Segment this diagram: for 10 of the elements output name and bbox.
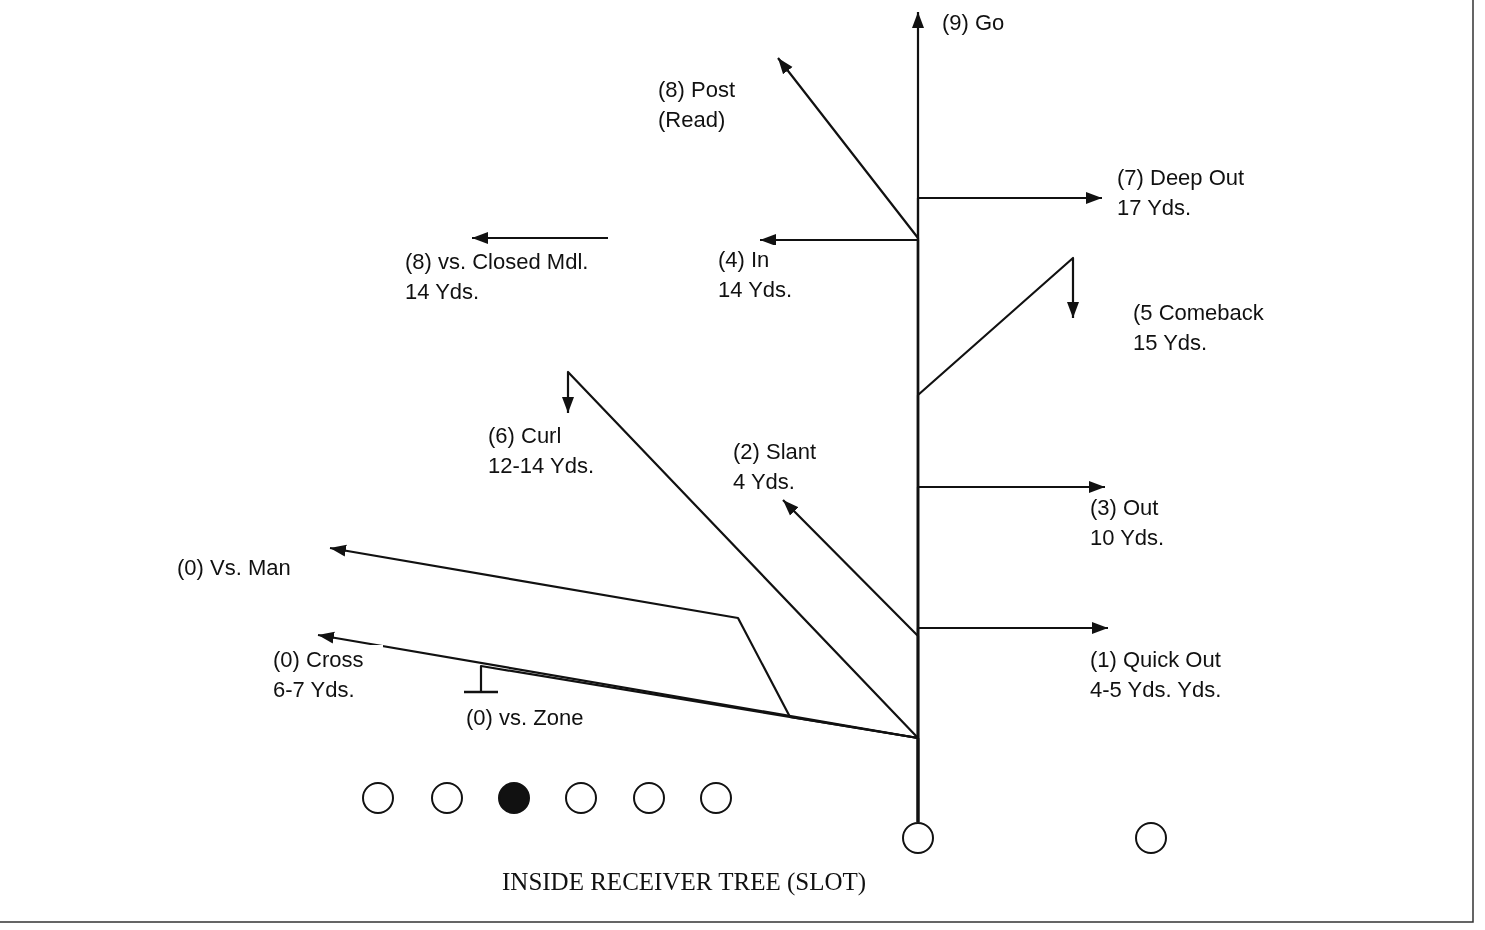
player-circle [902,822,934,854]
player-circle [362,782,394,814]
player-circle [565,782,597,814]
player-circle [431,782,463,814]
filled-player-circle [498,782,530,814]
player-circle [633,782,665,814]
diagram-caption: INSIDE RECEIVER TREE (SLOT) [502,868,867,896]
player-circle [700,782,732,814]
route-line [462,664,920,822]
player-circle [1135,822,1167,854]
